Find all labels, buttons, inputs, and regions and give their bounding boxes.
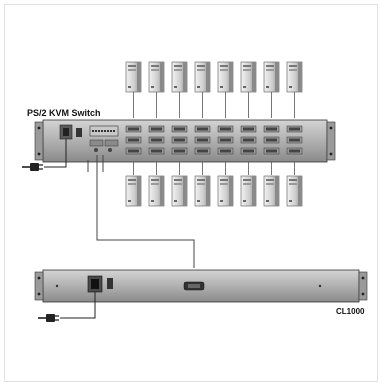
top-cables <box>133 92 295 118</box>
kvm-switch-label: PS/2 KVM Switch <box>27 108 101 118</box>
computer-tower-icon <box>125 175 142 207</box>
kvm-port <box>125 136 142 144</box>
kvm-port <box>286 125 303 133</box>
kvm-port <box>263 147 280 155</box>
kvm-port <box>194 136 211 144</box>
kvm-port <box>125 125 142 133</box>
cl1000-console-unit <box>34 269 368 303</box>
computer-tower-icon <box>171 61 188 93</box>
computer-tower-icon <box>148 61 165 93</box>
kvm-port <box>263 125 280 133</box>
kvm-port <box>263 136 280 144</box>
kvm-port <box>217 147 234 155</box>
kvm-port <box>171 136 188 144</box>
computer-tower-icon <box>148 175 165 207</box>
computer-tower-icon <box>263 175 280 207</box>
kvm-switch-unit <box>34 119 336 163</box>
kvm-port <box>240 136 257 144</box>
kvm-port <box>194 125 211 133</box>
computer-tower-icon <box>217 175 234 207</box>
kvm-power-cord <box>21 139 67 172</box>
bottom-computer-row <box>125 175 303 207</box>
kvm-port <box>171 125 188 133</box>
computer-tower-icon <box>171 175 188 207</box>
kvm-port <box>217 125 234 133</box>
kvm-port <box>148 125 165 133</box>
kvm-port <box>217 136 234 144</box>
computer-tower-icon <box>194 175 211 207</box>
computer-tower-icon <box>194 61 211 93</box>
kvm-port <box>194 147 211 155</box>
kvm-port <box>286 147 303 155</box>
computer-tower-icon <box>286 175 303 207</box>
kvm-port <box>240 125 257 133</box>
kvm-port <box>125 147 142 155</box>
computer-tower-icon <box>286 61 303 93</box>
computer-tower-icon <box>217 61 234 93</box>
kvm-port <box>171 147 188 155</box>
computer-tower-icon <box>240 61 257 93</box>
kvm-port <box>148 136 165 144</box>
power-plug-icon <box>37 313 60 323</box>
diagram-frame <box>4 4 378 382</box>
kvm-port <box>148 147 165 155</box>
power-plug-icon <box>21 162 44 172</box>
computer-tower-icon <box>263 61 280 93</box>
computer-tower-icon <box>125 61 142 93</box>
power-switch-icon <box>87 275 103 293</box>
computer-tower-icon <box>240 175 257 207</box>
console-cables <box>87 155 195 268</box>
kvm-port <box>286 136 303 144</box>
console-power-cord <box>37 292 96 323</box>
top-computer-row <box>125 61 303 93</box>
cl1000-label: CL1000 <box>336 307 365 316</box>
kvm-port <box>240 147 257 155</box>
bottom-cables <box>133 162 295 175</box>
